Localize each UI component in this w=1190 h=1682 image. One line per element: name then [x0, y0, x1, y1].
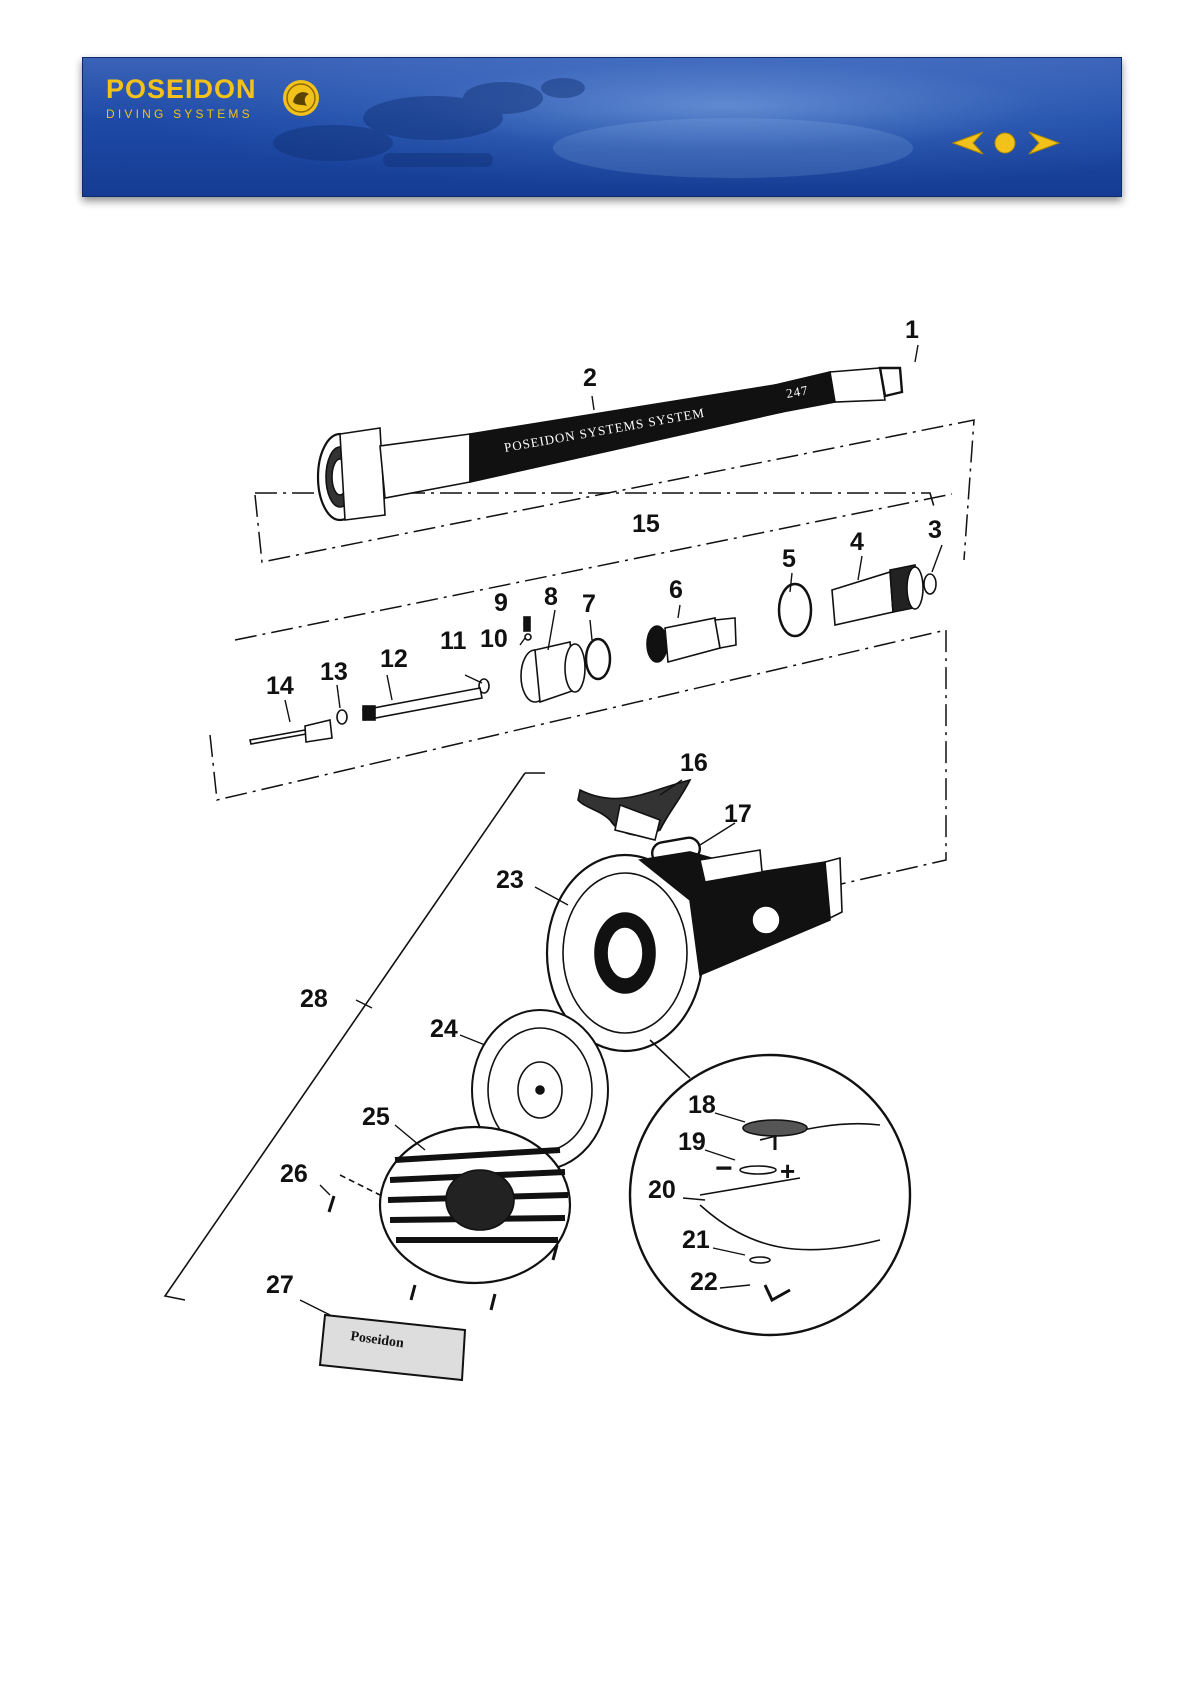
callout-15: 15 — [632, 510, 660, 538]
callout-12: 12 — [380, 645, 408, 673]
callout-5: 5 — [782, 545, 796, 573]
part-4-valve-seat — [832, 565, 923, 625]
part-25-front-cover — [380, 1127, 570, 1283]
callout-8: 8 — [544, 583, 558, 611]
callout-24: 24 — [430, 1015, 458, 1043]
callout-6: 6 — [669, 576, 683, 604]
callout-19: 19 — [678, 1128, 706, 1156]
part-13-o-ring — [337, 710, 347, 724]
plus-sign: + — [780, 1156, 795, 1186]
part-6-piston — [647, 618, 736, 662]
callout-22: 22 — [690, 1268, 718, 1296]
callout-17: 17 — [724, 800, 752, 828]
part-9-pin — [524, 617, 530, 631]
callout-23: 23 — [496, 866, 524, 894]
callout-1: 1 — [905, 316, 919, 344]
part-23-housing — [547, 850, 842, 1051]
callout-10: 10 — [480, 625, 508, 653]
part-14-needle — [250, 720, 332, 744]
callout-25: 25 — [362, 1103, 390, 1131]
callout-11: 11 — [440, 627, 467, 655]
part-2-hose — [318, 368, 902, 520]
callout-14: 14 — [266, 672, 294, 700]
callout-2: 2 — [583, 364, 597, 392]
callout-21: 21 — [682, 1226, 710, 1254]
minus-sign: − — [715, 1152, 733, 1185]
part-8-body — [521, 642, 585, 702]
callout-4: 4 — [850, 528, 864, 556]
callout-13: 13 — [320, 658, 348, 686]
part-16-mouthpiece — [578, 780, 690, 840]
part-5-o-ring — [779, 584, 811, 636]
callout-7: 7 — [582, 590, 596, 618]
part-10-ring — [525, 634, 531, 640]
callout-16: 16 — [680, 749, 708, 777]
callout-9: 9 — [494, 589, 508, 617]
callout-28: 28 — [300, 985, 328, 1013]
part-3-o-ring — [924, 574, 936, 594]
callout-27: 27 — [266, 1271, 294, 1299]
part-7-o-ring — [586, 639, 610, 679]
part-12-spindle — [363, 688, 482, 720]
callout-26: 26 — [280, 1160, 308, 1188]
callout-3: 3 — [928, 516, 942, 544]
callout-18: 18 — [688, 1091, 716, 1119]
callout-20: 20 — [648, 1176, 676, 1204]
